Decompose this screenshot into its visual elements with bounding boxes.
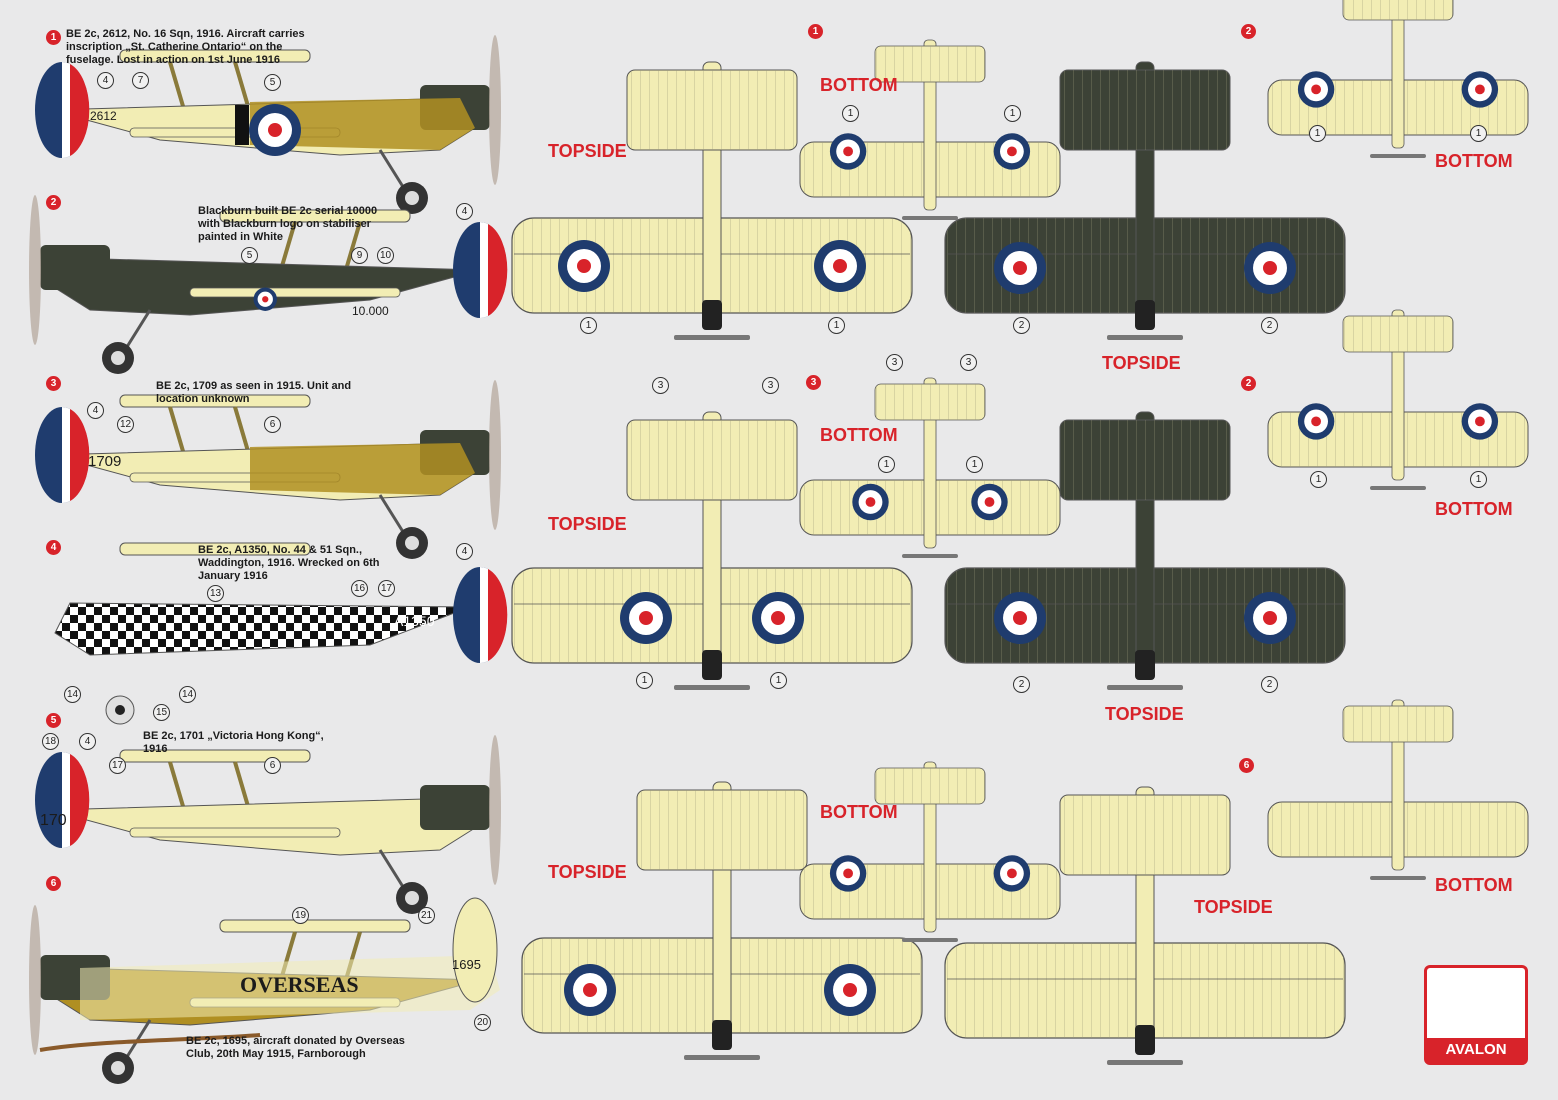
plan-marker-3b: 3 bbox=[762, 377, 779, 394]
marker-20: 20 bbox=[474, 1014, 491, 1031]
marker-4d: 4 bbox=[456, 543, 473, 560]
topside-label-1: TOPSIDE bbox=[548, 141, 627, 161]
topside-label-6: TOPSIDE bbox=[1194, 897, 1273, 917]
profile-1-caption: BE 2c, 2612, No. 16 Sqn, 1916. Aircraft … bbox=[66, 28, 305, 66]
plan-3-bottom bbox=[799, 377, 1061, 559]
profile-3-serial: 1709 bbox=[88, 453, 122, 470]
plan-1-bottom bbox=[799, 39, 1061, 221]
profile-4-caption: BE 2c, A1350, No. 44 & 51 Sqn., Waddingt… bbox=[198, 544, 380, 582]
plan-5-topside bbox=[521, 781, 923, 1061]
profile-3-drawing bbox=[35, 378, 503, 561]
plan-marker-1i: 1 bbox=[1310, 471, 1327, 488]
plan-marker-1j: 1 bbox=[1470, 471, 1487, 488]
profile-5-serial: 170 bbox=[40, 812, 67, 829]
marker-6b: 6 bbox=[264, 757, 281, 774]
profile-4-drawing bbox=[54, 542, 508, 725]
profile-4-serial: A1350 bbox=[394, 613, 435, 629]
plan-marker-1d: 1 bbox=[1004, 105, 1021, 122]
bottom-label-2: BOTTOM bbox=[1435, 151, 1513, 171]
avalon-logo-text: AVALON bbox=[1427, 1038, 1525, 1062]
plan-marker-1h: 1 bbox=[966, 456, 983, 473]
bottom-label-3: BOTTOM bbox=[820, 425, 898, 445]
plan-2-bottom bbox=[1267, 0, 1529, 159]
profile-6-drawing bbox=[27, 897, 500, 1086]
plan-marker-1g: 1 bbox=[878, 456, 895, 473]
plan-5-bottom bbox=[799, 761, 1061, 943]
marker-15: 16 bbox=[351, 580, 368, 597]
plan-1-topside bbox=[511, 61, 913, 341]
avalon-logo: AVALON bbox=[1424, 965, 1528, 1065]
plan-marker-1c: 1 bbox=[842, 105, 859, 122]
marker-21: 21 bbox=[418, 907, 435, 924]
marker-11: 12 bbox=[117, 416, 134, 433]
marker-18: 18 bbox=[42, 733, 59, 750]
marker-16: 17 bbox=[378, 580, 395, 597]
bottom-label-1: BOTTOM bbox=[820, 75, 898, 95]
plan-marker-3c: 3 bbox=[886, 354, 903, 371]
plan-marker-1a: 1 bbox=[580, 317, 597, 334]
profile-5-caption: BE 2c, 1701 „Victoria Hong Kong“, 1916 bbox=[143, 730, 324, 755]
bottom-label-4: BOTTOM bbox=[1435, 499, 1513, 519]
profile-4-badge: 4 bbox=[46, 540, 61, 555]
plan-marker-2c: 2 bbox=[1013, 676, 1030, 693]
marker-13b: 14 bbox=[179, 686, 196, 703]
profile-1-badge: 1 bbox=[46, 30, 61, 45]
marker-5: 5 bbox=[264, 74, 281, 91]
plan-marker-1f: 1 bbox=[1470, 125, 1487, 142]
profile-3-badge: 3 bbox=[46, 376, 61, 391]
bottom-label-5: BOTTOM bbox=[820, 802, 898, 822]
marker-4b: 4 bbox=[456, 203, 473, 220]
plan-marker-1l: 1 bbox=[770, 672, 787, 689]
profile-3-caption: BE 2c, 1709 as seen in 1915. Unit and lo… bbox=[156, 380, 352, 405]
marker-10: 10 bbox=[377, 247, 394, 264]
profile-2-serial: 10.000 bbox=[352, 304, 389, 318]
profile-1-serial: 2612 bbox=[90, 109, 117, 123]
marker-4c: 4 bbox=[87, 402, 104, 419]
plan-3-badge: 3 bbox=[806, 375, 821, 390]
plan-2-badge: 2 bbox=[1241, 24, 1256, 39]
plan-marker-2d: 2 bbox=[1261, 676, 1278, 693]
plan-marker-2a: 2 bbox=[1013, 317, 1030, 334]
profile-6-caption: BE 2c, 1695, aircraft donated by Oversea… bbox=[186, 1035, 405, 1060]
marker-9: 9 bbox=[351, 247, 368, 264]
marker-14: 15 bbox=[153, 704, 170, 721]
plan-marker-1k: 1 bbox=[636, 672, 653, 689]
profile-2-caption: Blackburn built BE 2c serial 10000 with … bbox=[198, 205, 378, 243]
plan-marker-2b: 2 bbox=[1261, 317, 1278, 334]
topside-label-4: TOPSIDE bbox=[1105, 704, 1184, 724]
topside-label-2: TOPSIDE bbox=[1102, 353, 1181, 373]
profile-5-badge: 5 bbox=[46, 713, 61, 728]
profile-6-badge: 6 bbox=[46, 876, 61, 891]
marker-17: 17 bbox=[109, 757, 126, 774]
plan-1-badge: 1 bbox=[808, 24, 823, 39]
plan-marker-3a: 3 bbox=[652, 377, 669, 394]
plan-marker-1b: 1 bbox=[828, 317, 845, 334]
marker-12: 13 bbox=[207, 585, 224, 602]
topside-label-5: TOPSIDE bbox=[548, 862, 627, 882]
profile-6-serial: 1695 bbox=[452, 957, 481, 972]
plan-marker-1e: 1 bbox=[1309, 125, 1326, 142]
profile-1-drawing bbox=[35, 33, 503, 216]
marker-5b: 5 bbox=[241, 247, 258, 264]
marker-7: 7 bbox=[132, 72, 149, 89]
plan-3-topside bbox=[511, 411, 913, 691]
plan-2b-bottom bbox=[1267, 309, 1529, 491]
profile-6-inscription: OVERSEAS bbox=[240, 972, 359, 997]
plan-2b-badge: 2 bbox=[1241, 376, 1256, 391]
profile-2-badge: 2 bbox=[46, 195, 61, 210]
plan-6-bottom bbox=[1267, 699, 1529, 881]
marker-13: 14 bbox=[64, 686, 81, 703]
marker-4e: 4 bbox=[79, 733, 96, 750]
marker-19: 19 bbox=[292, 907, 309, 924]
bottom-label-6: BOTTOM bbox=[1435, 875, 1513, 895]
marker-4: 4 bbox=[97, 72, 114, 89]
plan-6-badge: 6 bbox=[1239, 758, 1254, 773]
marker-6: 6 bbox=[264, 416, 281, 433]
plan-marker-3d: 3 bbox=[960, 354, 977, 371]
topside-label-3: TOPSIDE bbox=[548, 514, 627, 534]
